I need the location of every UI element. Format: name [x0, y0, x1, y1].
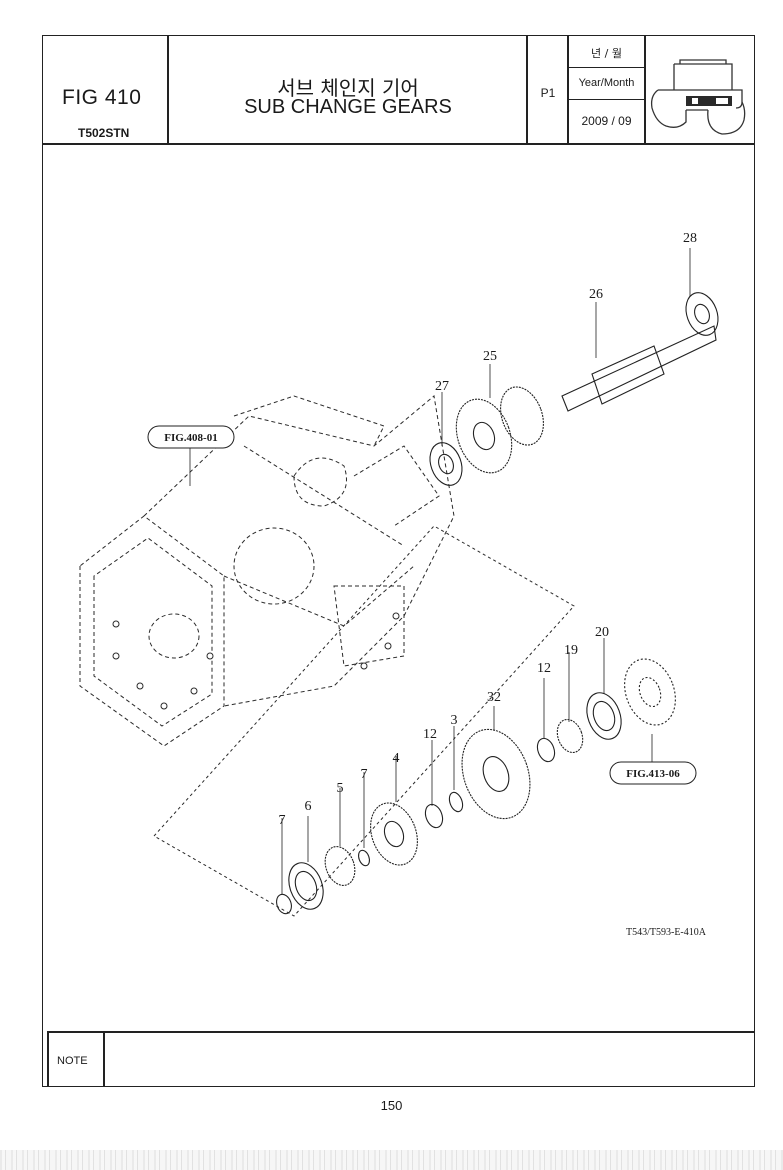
figure-ref-left: FIG.408-01 [147, 425, 235, 449]
lower-gear-train [276, 658, 676, 915]
sleeve-20 [586, 692, 622, 740]
shaft-assembly [429, 292, 719, 486]
callout-4: 4 [393, 751, 400, 766]
bearing-27 [429, 442, 463, 486]
fig-number: FIG 410 [62, 86, 142, 109]
callout-32: 32 [487, 690, 501, 705]
gear-4 [370, 802, 418, 866]
hub-19 [556, 718, 584, 754]
header-col-divider [567, 35, 569, 144]
callout-19: 19 [564, 643, 578, 658]
leader-lines [189, 248, 691, 894]
note-left-edge [47, 1031, 49, 1087]
note-col-divider [103, 1031, 105, 1087]
callout-26: 26 [589, 287, 603, 302]
svg-text:FIG.408-01: FIG.408-01 [164, 432, 217, 444]
header-divider [42, 143, 755, 145]
svg-text:FIG.413-06: FIG.413-06 [626, 768, 680, 780]
year-month-label: Year/Month [578, 77, 635, 89]
header-cell-divider [568, 67, 645, 68]
header-col-divider [167, 35, 169, 144]
header-col-divider [526, 35, 528, 144]
gear-fig-413 [624, 658, 676, 726]
callout-27: 27 [435, 379, 449, 394]
hub-5 [324, 846, 356, 886]
washer-3 [448, 791, 464, 813]
callout-7a: 7 [361, 767, 368, 782]
model-code: T502STN [78, 126, 130, 140]
note-label: NOTE [57, 1055, 88, 1067]
callout-5: 5 [337, 781, 344, 796]
year-month-value: 2009 / 09 [581, 114, 632, 128]
scan-artifact-strip [0, 1150, 783, 1170]
note-divider [47, 1031, 755, 1033]
parts-diagram: FIG.408-01 FIG.413-06 28 26 25 27 20 19 … [79, 231, 719, 938]
sleeve-6 [288, 862, 324, 910]
callout-12b: 12 [423, 727, 437, 742]
gear-32 [461, 728, 531, 820]
needle-bearing-12 [424, 737, 556, 829]
year-month-label-korean: 년 / 월 [591, 47, 622, 60]
title-korean: 서브 체인지 기어 [277, 76, 419, 100]
transmission-case [79, 395, 575, 917]
callout-7b: 7 [279, 813, 286, 828]
callout-20: 20 [595, 625, 609, 640]
snap-ring-7 [276, 849, 370, 915]
bearing-28 [685, 292, 719, 336]
callout-3: 3 [451, 713, 458, 728]
tractor-icon [650, 59, 746, 135]
drawing-id: T543/T593-E-410A [626, 927, 707, 938]
callout-28: 28 [683, 231, 697, 246]
page-frame [42, 35, 755, 1087]
header-col-divider [644, 35, 646, 144]
callout-6: 6 [305, 799, 312, 814]
callout-12a: 12 [537, 661, 551, 676]
figure-ref-right: FIG.413-06 [609, 761, 697, 785]
callout-numbers: 28 26 25 27 20 19 12 32 3 12 4 7 5 6 7 [279, 231, 698, 828]
page-number: 150 [380, 1098, 403, 1113]
title-english: SUB CHANGE GEARS [244, 96, 452, 118]
callout-25: 25 [483, 349, 497, 364]
header-cell-divider [568, 99, 645, 100]
page-code: P1 [540, 86, 556, 100]
